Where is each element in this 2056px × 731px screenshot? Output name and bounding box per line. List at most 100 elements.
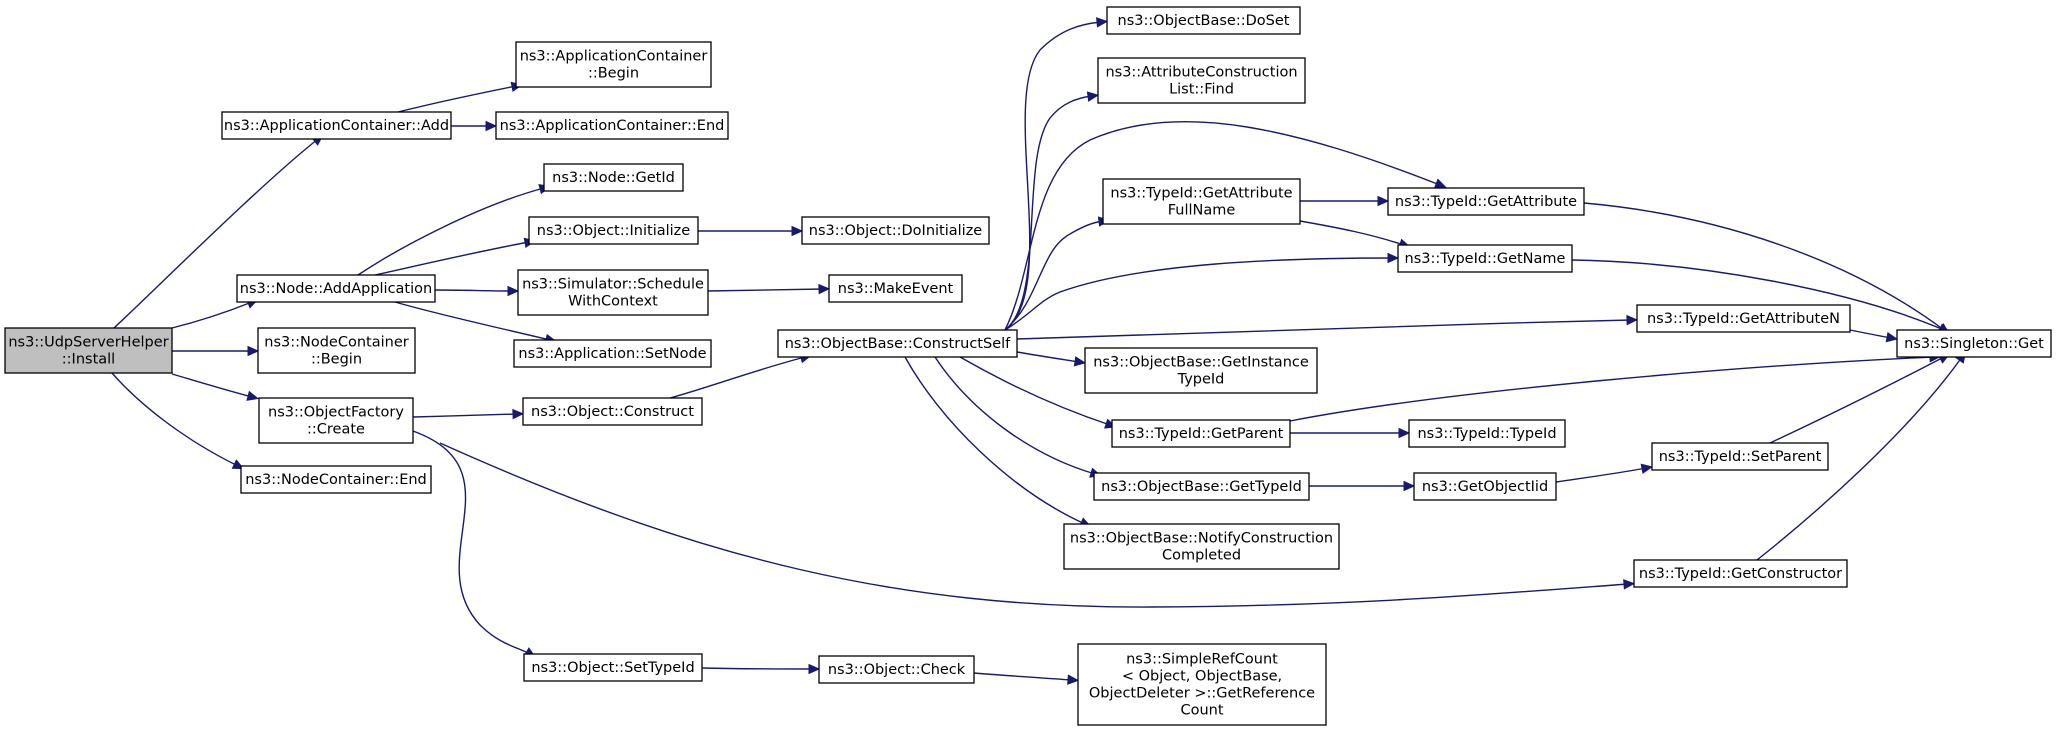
call-edge-typeid_getattribute-to-singleton_get bbox=[1583, 202, 1945, 331]
node-label: ns3::NodeContainer bbox=[264, 335, 408, 351]
node-box bbox=[1387, 187, 1585, 216]
node-obj-check[interactable]: ns3::Object::Check bbox=[818, 655, 975, 684]
node-obj-construct[interactable]: ns3::Object::Construct bbox=[522, 397, 703, 426]
call-edge-objbase_constructself-to-typeid_getattrfullname bbox=[1004, 220, 1104, 331]
node-label: ns3::TypeId::GetAttribute bbox=[1110, 186, 1292, 202]
node-simplerefcount[interactable]: ns3::SimpleRefCount< Object, ObjectBase,… bbox=[1077, 643, 1327, 726]
node-node-getid[interactable]: ns3::Node::GetId bbox=[543, 163, 684, 192]
call-edge-typeid_getattrfullname-to-typeid_getname bbox=[1299, 220, 1405, 246]
node-label: ns3::SimpleRefCount bbox=[1126, 652, 1278, 668]
node-obj-settypeid[interactable]: ns3::Object::SetTypeId bbox=[523, 653, 703, 682]
node-box bbox=[1077, 643, 1327, 726]
arrowhead-obj_check-to-simplerefcount bbox=[1067, 674, 1080, 685]
node-typeid-typeid[interactable]: ns3::TypeId::TypeId bbox=[1408, 419, 1566, 448]
node-objbase-doset[interactable]: ns3::ObjectBase::DoSet bbox=[1106, 6, 1301, 35]
node-udp-install[interactable]: ns3::UdpServerHelper::Install bbox=[4, 327, 173, 374]
call-edge-node_addapp-to-sim_schedule bbox=[434, 289, 513, 292]
node-label: ns3::ObjectBase::GetTypeId bbox=[1101, 479, 1302, 495]
arrowhead-objbase_gettypeid-to-get_objectiid bbox=[1403, 480, 1416, 492]
node-label: ns3::ObjectBase::NotifyConstruction bbox=[1070, 531, 1333, 547]
call-edge-typeid_getattributen-to-singleton_get bbox=[1849, 329, 1892, 339]
call-edge-sim_schedule-to-make_event bbox=[707, 288, 824, 292]
node-label: ns3::UdpServerHelper bbox=[8, 335, 168, 351]
node-label: ns3::ObjectBase::ConstructSelf bbox=[785, 336, 1011, 352]
node-label: ObjectDeleter >::GetReference bbox=[1089, 686, 1315, 702]
arrowhead-typeid_getattrfullname-to-typeid_getattribute bbox=[1377, 195, 1390, 207]
node-label: ns3::TypeId::GetName bbox=[1405, 251, 1566, 267]
node-label: ns3::Node::GetId bbox=[552, 170, 675, 186]
node-typeid-getconstructor[interactable]: ns3::TypeId::GetConstructor bbox=[1633, 559, 1848, 588]
arrowhead-objfactory_create-to-typeid_getconstructor bbox=[1623, 579, 1636, 590]
node-box bbox=[801, 216, 990, 245]
node-appcont-add[interactable]: ns3::ApplicationContainer::Add bbox=[221, 111, 452, 140]
node-label: ns3::AttributeConstruction bbox=[1105, 65, 1297, 81]
node-label: ns3::GetObjectIid bbox=[1422, 479, 1548, 495]
node-box bbox=[236, 274, 436, 303]
arrowhead-objfactory_create-to-obj_construct bbox=[512, 408, 525, 420]
call-edge-objbase_constructself-to-typeid_getname bbox=[1004, 257, 1393, 331]
node-box bbox=[1102, 178, 1301, 225]
node-label: ns3::TypeId::SetParent bbox=[1659, 449, 1822, 465]
node-singleton-get[interactable]: ns3::Singleton::Get bbox=[1896, 329, 2052, 358]
node-box bbox=[495, 111, 729, 140]
edges bbox=[111, 17, 1967, 685]
node-obj-doinitialize[interactable]: ns3::Object::DoInitialize bbox=[801, 216, 990, 245]
node-appcont-begin[interactable]: ns3::ApplicationContainer::Begin bbox=[515, 41, 712, 88]
node-get-objectiid[interactable]: ns3::GetObjectIid bbox=[1413, 472, 1557, 501]
node-box bbox=[828, 274, 963, 303]
call-edge-obj_construct-to-objbase_constructself bbox=[669, 356, 806, 399]
node-objbase-notify[interactable]: ns3::ObjectBase::NotifyConstructionCompl… bbox=[1063, 523, 1340, 570]
call-edge-objbase_constructself-to-objbase_doset bbox=[1004, 21, 1102, 331]
node-appcont-end[interactable]: ns3::ApplicationContainer::End bbox=[495, 111, 729, 140]
node-typeid-getname[interactable]: ns3::TypeId::GetName bbox=[1397, 244, 1573, 273]
call-edge-objfactory_create-to-obj_construct bbox=[412, 413, 518, 418]
call-edge-node_addapp-to-app_setnode bbox=[394, 301, 551, 341]
node-objbase-gettypeid[interactable]: ns3::ObjectBase::GetTypeId bbox=[1093, 472, 1310, 501]
call-edge-objbase_constructself-to-typeid_getparent bbox=[959, 356, 1111, 426]
call-edge-objbase_constructself-to-typeid_getattributen bbox=[1016, 319, 1632, 340]
arrowhead-appcont_add-to-appcont_end bbox=[485, 120, 498, 132]
node-label: ns3::Object::DoInitialize bbox=[809, 223, 983, 239]
node-nodecont-begin[interactable]: ns3::NodeContainer::Begin bbox=[257, 327, 416, 374]
call-edge-typeid_getname-to-singleton_get bbox=[1571, 259, 1945, 331]
arrowhead-objbase_constructself-to-attrlist_find bbox=[1086, 91, 1100, 102]
arrowhead-objbase_constructself-to-typeid_getattribute bbox=[1433, 178, 1447, 189]
node-box bbox=[515, 41, 712, 88]
node-typeid-getparent[interactable]: ns3::TypeId::GetParent bbox=[1111, 419, 1291, 448]
call-edge-obj_settypeid-to-obj_check bbox=[701, 667, 814, 670]
node-label: ns3::ApplicationContainer::End bbox=[500, 118, 725, 134]
node-typeid-setparent[interactable]: ns3::TypeId::SetParent bbox=[1651, 442, 1829, 471]
node-obj-initialize[interactable]: ns3::Object::Initialize bbox=[528, 216, 699, 245]
node-app-setnode[interactable]: ns3::Application::SetNode bbox=[513, 339, 712, 368]
node-typeid-getattributen[interactable]: ns3::TypeId::GetAttributeN bbox=[1636, 304, 1851, 333]
node-typeid-getattribute[interactable]: ns3::TypeId::GetAttribute bbox=[1387, 187, 1585, 216]
call-edge-node_addapp-to-node_getid bbox=[357, 187, 545, 276]
call-edge-typeid_getparent-to-singleton_get bbox=[1289, 356, 1935, 422]
node-objbase-constructself[interactable]: ns3::ObjectBase::ConstructSelf bbox=[777, 329, 1018, 358]
node-box bbox=[258, 397, 414, 444]
node-box bbox=[513, 339, 712, 368]
node-box bbox=[543, 163, 684, 192]
arrowhead-udp_install-to-objfactory_create bbox=[246, 390, 259, 401]
node-label: ns3::ApplicationContainer::Add bbox=[224, 118, 449, 134]
node-box bbox=[1636, 304, 1851, 333]
call-edge-appcont_add-to-appcont_begin bbox=[397, 85, 517, 113]
node-label: Count bbox=[1180, 703, 1223, 719]
arrowhead-objbase_constructself-to-objbase_getinstancetypeid bbox=[1073, 356, 1087, 367]
arrowhead-sim_schedule-to-make_event bbox=[818, 283, 831, 295]
node-nodecont-end[interactable]: ns3::NodeContainer::End bbox=[240, 465, 432, 494]
node-label: WithContext bbox=[568, 294, 658, 310]
node-label: ::Begin bbox=[311, 352, 362, 368]
call-edge-objbase_constructself-to-objbase_getinstancetypeid bbox=[1016, 351, 1080, 363]
nodes: ns3::UdpServerHelper::Install ns3::Applic… bbox=[4, 6, 2052, 726]
node-objfactory-create[interactable]: ns3::ObjectFactory::Create bbox=[258, 397, 414, 444]
node-label: ns3::NodeContainer::End bbox=[245, 472, 427, 488]
node-make-event[interactable]: ns3::MakeEvent bbox=[828, 274, 963, 303]
call-edge-node_addapp-to-obj_initialize bbox=[374, 241, 530, 276]
call-edge-obj_check-to-simplerefcount bbox=[973, 672, 1073, 681]
node-node-addapp[interactable]: ns3::Node::AddApplication bbox=[236, 274, 436, 303]
